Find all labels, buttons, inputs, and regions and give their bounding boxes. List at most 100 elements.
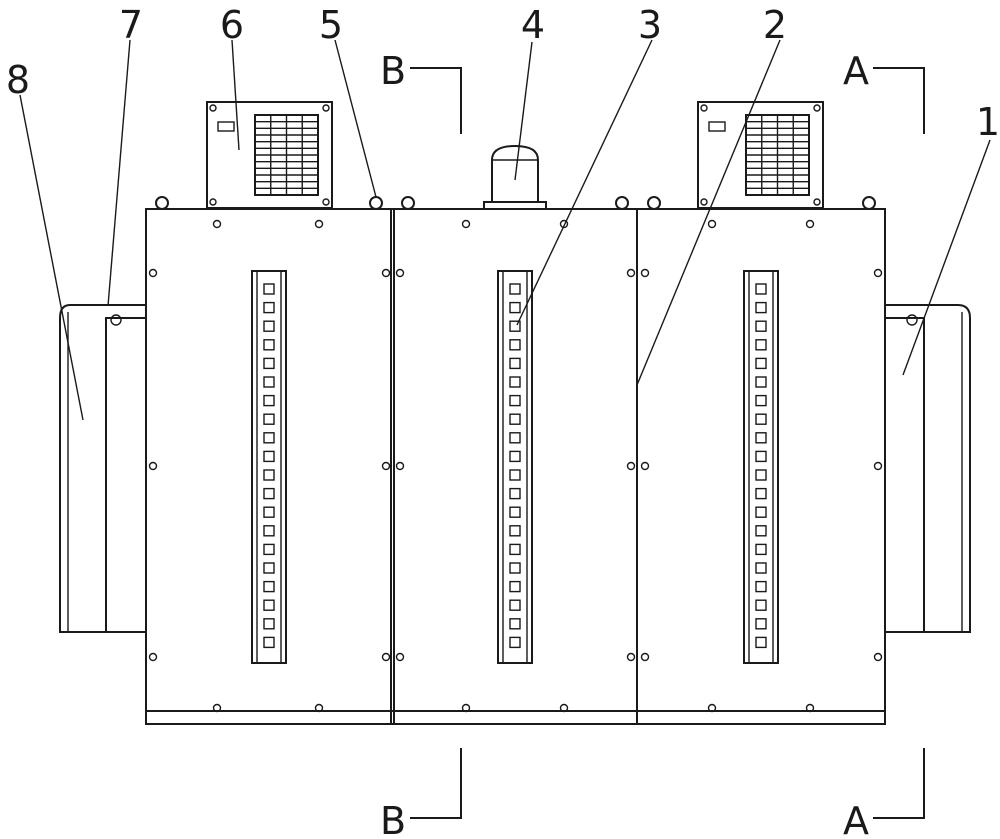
label-part-5: 5 [319, 3, 343, 47]
indicator-slot [263, 599, 275, 611]
indicator-slot [755, 506, 767, 518]
label-part-3: 3 [638, 3, 662, 47]
label-part-8: 8 [6, 58, 30, 102]
indicator-slot [263, 506, 275, 518]
screw [805, 219, 815, 229]
screw [148, 268, 158, 278]
indicator-strip [743, 270, 779, 664]
screw [395, 268, 405, 278]
screw [873, 268, 883, 278]
screw [707, 703, 717, 713]
indicator-slot [263, 376, 275, 388]
screw [395, 461, 405, 471]
screw [640, 461, 650, 471]
indicator-slot [755, 376, 767, 388]
indicator-slot [509, 562, 521, 574]
screw [626, 652, 636, 662]
indicator-slot [509, 283, 521, 295]
indicator-slot [509, 339, 521, 351]
screw [395, 652, 405, 662]
section-b-top: B [380, 49, 406, 93]
indicator-slot [509, 301, 521, 314]
indicator-slot [509, 450, 521, 463]
indicator-slot [263, 636, 275, 649]
indicator-slot [755, 469, 767, 481]
indicator-slot [263, 618, 275, 630]
indicator-slot [263, 525, 275, 537]
screw [873, 461, 883, 471]
indicator-slot [755, 301, 767, 314]
screw [461, 703, 471, 713]
indicator-slot [263, 543, 275, 556]
indicator-strip [251, 270, 287, 664]
indicator-slot [509, 487, 521, 500]
screw [148, 461, 158, 471]
alarm-lamp [483, 144, 547, 210]
screw [314, 703, 324, 713]
indicator-slot [509, 357, 521, 370]
screw [559, 703, 569, 713]
left-side-duct [59, 304, 147, 633]
indicator-slot [263, 469, 275, 481]
indicator-slot [755, 432, 767, 444]
indicator-strip [497, 270, 533, 664]
screw [805, 703, 815, 713]
indicator-slot [755, 450, 767, 463]
fan-unit-left [206, 101, 333, 209]
section-a-bottom: A [843, 799, 869, 839]
indicator-slot [263, 487, 275, 500]
indicator-slot [263, 339, 275, 351]
indicator-slot [755, 636, 767, 649]
indicator-slot [263, 450, 275, 463]
part-labels: 1 2 3 4 5 6 7 8 [6, 3, 1000, 144]
indicator-slot [755, 413, 767, 425]
indicator-slot [263, 301, 275, 314]
indicator-slot [263, 357, 275, 370]
right-side-duct [884, 304, 971, 633]
screw [640, 652, 650, 662]
indicator-slot [755, 339, 767, 351]
screw [707, 219, 717, 229]
screw [626, 268, 636, 278]
indicator-slot [755, 543, 767, 556]
indicator-slot [509, 543, 521, 556]
indicator-slot [263, 413, 275, 425]
indicator-slot [509, 636, 521, 649]
fan-unit-right [697, 101, 824, 209]
indicator-slot [509, 320, 521, 332]
indicator-slot [509, 525, 521, 537]
indicator-slot [263, 283, 275, 295]
screw [148, 652, 158, 662]
indicator-slot [509, 506, 521, 518]
indicator-strips [251, 270, 779, 664]
indicator-slot [755, 320, 767, 332]
indicator-slot [509, 376, 521, 388]
indicator-slot [263, 320, 275, 332]
indicator-slot [509, 580, 521, 593]
label-part-2: 2 [763, 3, 787, 47]
label-part-4: 4 [521, 3, 545, 47]
label-part-7: 7 [119, 3, 143, 47]
indicator-slot [509, 618, 521, 630]
leader-lines [19, 39, 991, 421]
indicator-slot [263, 432, 275, 444]
indicator-slot [509, 413, 521, 425]
indicator-slot [263, 562, 275, 574]
screw [314, 219, 324, 229]
indicator-slot [509, 469, 521, 481]
screw [212, 219, 222, 229]
screw [212, 703, 222, 713]
screw [873, 652, 883, 662]
section-labels: B B A A [380, 49, 869, 839]
indicator-slot [755, 599, 767, 611]
indicator-slot [509, 432, 521, 444]
screw [381, 268, 391, 278]
screw [461, 219, 471, 229]
section-a-top: A [843, 49, 869, 93]
screw [640, 268, 650, 278]
indicator-slot [755, 562, 767, 574]
screw [381, 652, 391, 662]
indicator-slot [755, 580, 767, 593]
